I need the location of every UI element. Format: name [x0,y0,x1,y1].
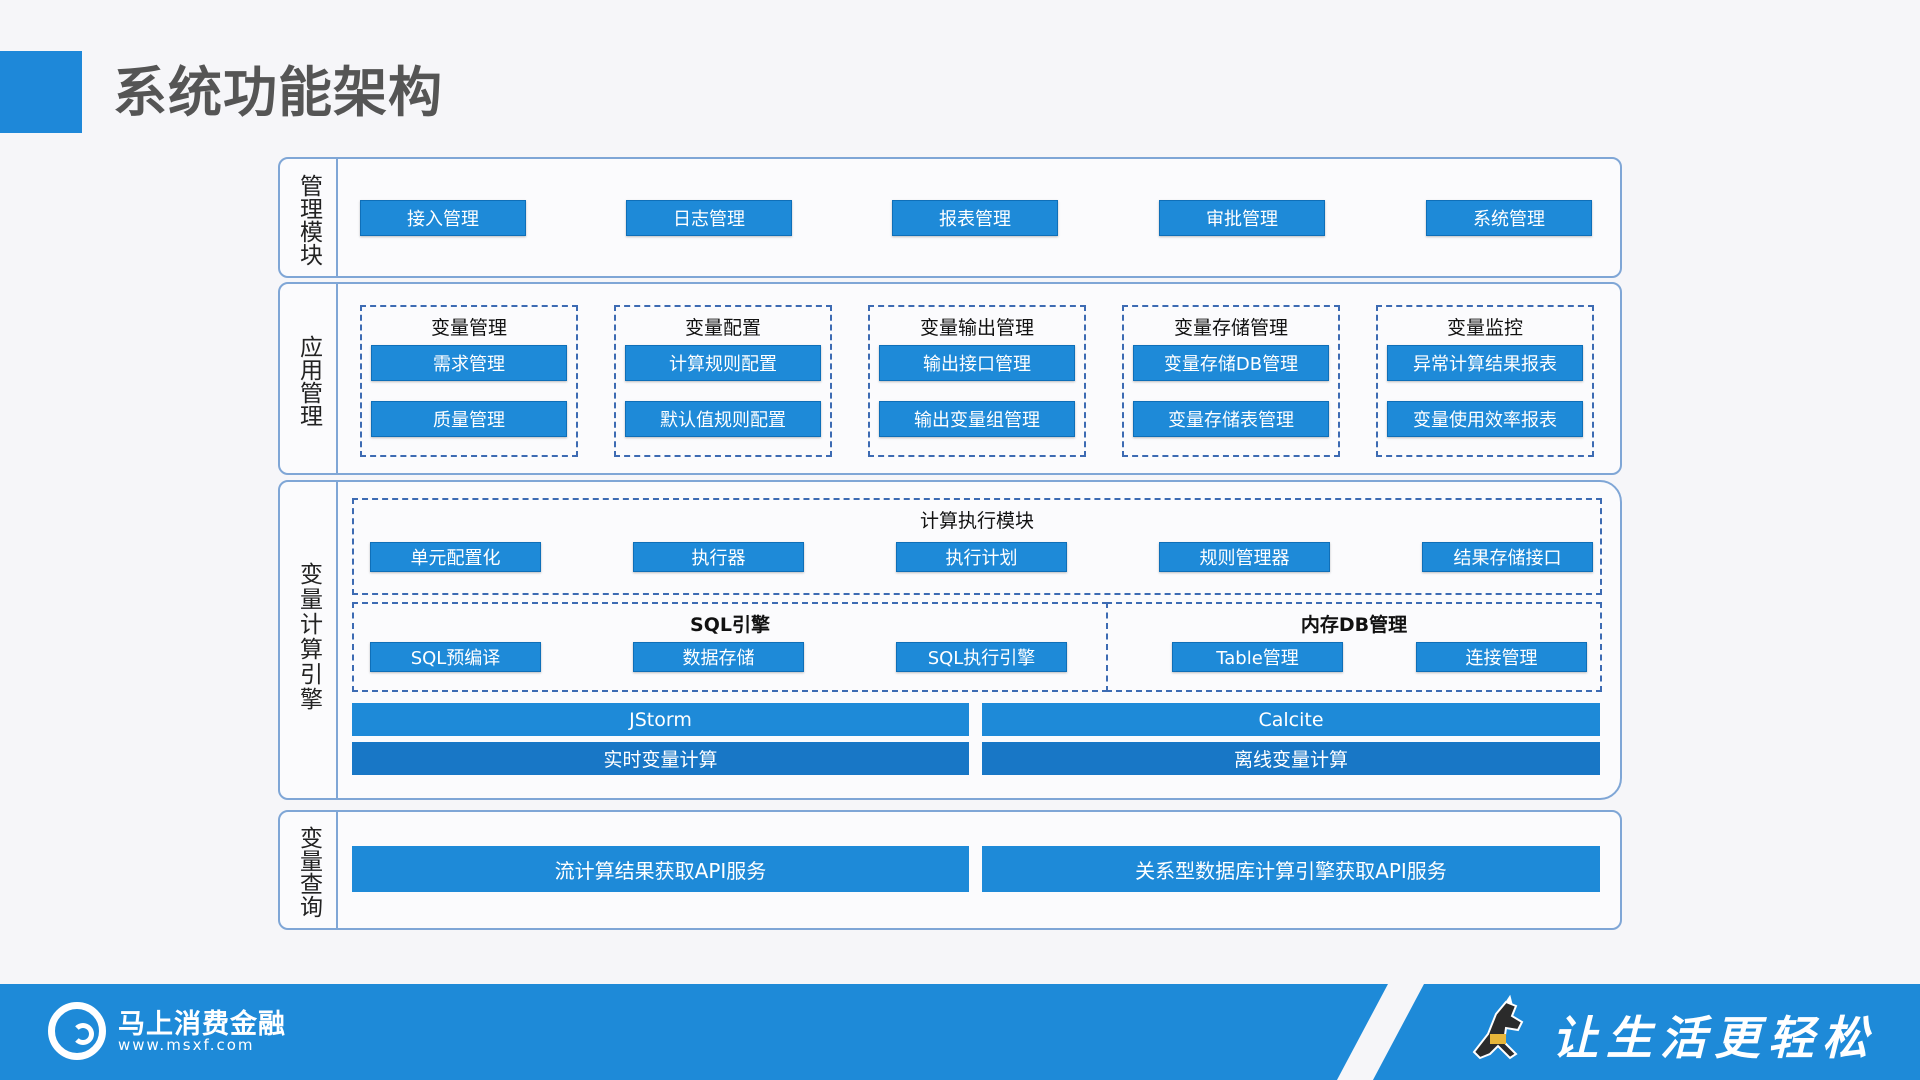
memdb-title: 内存DB管理 [1300,614,1408,636]
management-side: 管理模块 [280,159,338,276]
exec-plan-button[interactable]: 执行计划 [896,542,1067,572]
engine-module: 变量计算引擎 计算执行模块 单元配置化 执行器 执行计划 规则管理器 结果存储接… [278,480,1622,800]
application-label: 应用管理 [295,334,322,427]
system-management-button[interactable]: 系统管理 [1426,200,1592,236]
group-title: 变量输出管理 [919,317,1034,339]
access-management-button[interactable]: 接入管理 [360,200,526,236]
output-interface-button[interactable]: 输出接口管理 [879,345,1075,381]
application-module: 应用管理 变量管理 需求管理 质量管理 变量配置 计算规则配置 默认值规则配置 … [278,282,1622,475]
requirement-management-button[interactable]: 需求管理 [371,345,567,381]
footer-bar: 马上消费金融 www.msxf.com 让生活更轻松 [0,984,1920,1080]
brand-url: www.msxf.com [118,1036,255,1054]
report-management-button[interactable]: 报表管理 [892,200,1058,236]
variable-storage-group: 变量存储管理 变量存储DB管理 变量存储表管理 [1122,305,1340,457]
management-label: 管理模块 [295,173,322,266]
variable-config-group: 变量配置 计算规则配置 默认值规则配置 [614,305,832,457]
variable-management-group: 变量管理 需求管理 质量管理 [360,305,578,457]
log-management-button[interactable]: 日志管理 [626,200,792,236]
page-title: 系统功能架构 [113,61,443,124]
abnormal-result-report-button[interactable]: 异常计算结果报表 [1387,345,1583,381]
engine-label: 变量计算引擎 [295,562,322,712]
exec-module-title: 计算执行模块 [919,510,1034,532]
table-management-button[interactable]: Table管理 [1172,642,1343,672]
brand-name: 马上消费金融 [118,1009,286,1040]
data-storage-button[interactable]: 数据存储 [633,642,804,672]
slogan-text: 让生活更轻松 [1552,1011,1876,1065]
footer-divider-stripe [1324,984,1424,1080]
quality-management-button[interactable]: 质量管理 [371,401,567,437]
storage-table-button[interactable]: 变量存储表管理 [1133,401,1329,437]
stream-api-service-bar[interactable]: 流计算结果获取API服务 [352,846,969,892]
result-storage-interface-button[interactable]: 结果存储接口 [1422,542,1593,572]
variable-output-group: 变量输出管理 输出接口管理 输出变量组管理 [868,305,1086,457]
unit-config-button[interactable]: 单元配置化 [370,542,541,572]
calc-rule-config-button[interactable]: 计算规则配置 [625,345,821,381]
usage-efficiency-report-button[interactable]: 变量使用效率报表 [1387,401,1583,437]
offline-compute-bar: 离线变量计算 [982,742,1600,775]
group-title: 变量配置 [684,317,761,339]
engine-side: 变量计算引擎 [280,482,338,798]
application-side: 应用管理 [280,284,338,473]
sql-engine-group: SQL引擎 SQL预编译 数据存储 SQL执行引擎 [352,602,1108,692]
jstorm-bar: JStorm [352,703,969,736]
storage-db-button[interactable]: 变量存储DB管理 [1133,345,1329,381]
rule-manager-button[interactable]: 规则管理器 [1159,542,1330,572]
executor-button[interactable]: 执行器 [633,542,804,572]
exec-module-group: 计算执行模块 单元配置化 执行器 执行计划 规则管理器 结果存储接口 [352,498,1602,595]
calcite-bar: Calcite [982,703,1600,736]
group-title: 变量监控 [1446,317,1523,339]
default-rule-config-button[interactable]: 默认值规则配置 [625,401,821,437]
output-variable-group-button[interactable]: 输出变量组管理 [879,401,1075,437]
query-side: 变量查询 [280,812,338,928]
relational-api-service-bar[interactable]: 关系型数据库计算引擎获取API服务 [982,846,1600,892]
query-module: 变量查询 流计算结果获取API服务 关系型数据库计算引擎获取API服务 [278,810,1622,930]
group-title: 变量管理 [430,317,507,339]
title-accent-bar [0,51,82,133]
variable-monitor-group: 变量监控 异常计算结果报表 变量使用效率报表 [1376,305,1594,457]
sql-precompile-button[interactable]: SQL预编译 [370,642,541,672]
sql-exec-engine-button[interactable]: SQL执行引擎 [896,642,1067,672]
memdb-group: 内存DB管理 Table管理 连接管理 [1106,602,1602,692]
group-title: 变量存储管理 [1173,317,1288,339]
sql-engine-title: SQL引擎 [690,614,770,636]
query-label: 变量查询 [295,826,322,918]
connection-management-button[interactable]: 连接管理 [1416,642,1587,672]
horse-mascot-icon [1472,994,1524,1060]
management-module: 管理模块 接入管理 日志管理 报表管理 审批管理 系统管理 [278,157,1622,278]
realtime-compute-bar: 实时变量计算 [352,742,969,775]
approval-management-button[interactable]: 审批管理 [1159,200,1325,236]
brand-logo-icon [48,1002,106,1060]
